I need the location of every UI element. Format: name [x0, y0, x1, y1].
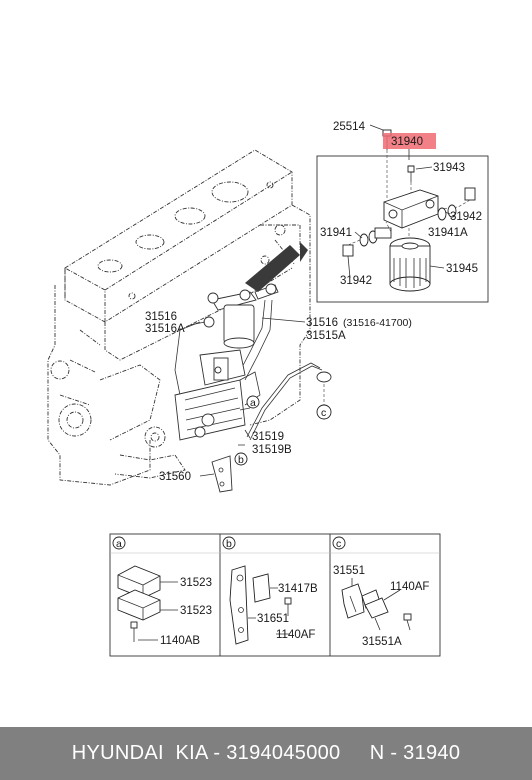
- detail-a-drawing: [117, 565, 178, 642]
- pointer-arrow: [245, 245, 300, 292]
- highlight-31940: [383, 133, 436, 149]
- detail-c-p1: 31551: [333, 565, 365, 577]
- label-31560: 31560: [159, 471, 191, 483]
- detail-b-p1: 31417B: [278, 583, 318, 595]
- marker-b: b: [238, 454, 244, 466]
- detail-b-header-circle: [222, 536, 236, 550]
- detail-b-p3: 1140AF: [276, 629, 315, 641]
- detail-c-p3: 31551A: [362, 636, 402, 648]
- detail-box: [316, 155, 489, 303]
- detail-a-p3: 1140AB: [160, 635, 200, 647]
- label-31516-note: (31516-41700): [343, 317, 412, 329]
- detail-b-letter: b: [226, 538, 232, 550]
- label-31941: 31941: [320, 227, 352, 239]
- label-31943: 31943: [433, 162, 465, 174]
- engine-fuel-filter: [174, 283, 279, 396]
- label-31942-right: 31942: [450, 211, 482, 223]
- marker-c: c: [321, 407, 326, 419]
- label-31519: 31519: [252, 431, 284, 443]
- label-31942-left: 31942: [340, 275, 372, 287]
- footer-bar: HYUNDAI KIA - 3194045000 N - 31940: [0, 727, 532, 780]
- marker-a-circle: [246, 395, 260, 409]
- detail-a-p1: 31523: [180, 577, 212, 589]
- marker-b-circle: [234, 452, 248, 466]
- label-31945: 31945: [446, 263, 478, 275]
- detail-a-letter: a: [116, 538, 122, 550]
- detail-c-letter: c: [336, 538, 341, 550]
- return-pipe: [246, 362, 332, 441]
- filter-head-assembly: [342, 129, 476, 292]
- label-25514: 25514: [333, 121, 366, 133]
- detail-c-header-circle: [332, 536, 346, 550]
- label-31519b: 31519B: [252, 444, 292, 456]
- detail-a-header-circle: [112, 536, 126, 550]
- parts-diagram: 25514 31940 31943 31942 31941 31941A 319…: [47, 121, 489, 657]
- footer-text: HYUNDAI KIA - 3194045000 N - 31940: [71, 742, 461, 764]
- label-31515a: 31515A: [306, 330, 346, 342]
- detail-b-p2: 31651: [257, 613, 289, 625]
- detail-b-drawing: [229, 565, 292, 645]
- detail-c-drawing: [341, 578, 412, 631]
- label-31516-left: 31516: [145, 311, 177, 323]
- detail-table: a b c 31523 31523 1140AB 3141: [109, 533, 441, 657]
- label-31941a: 31941A: [428, 227, 468, 239]
- leader-lines: [189, 124, 451, 477]
- label-31516-right: 31516: [306, 317, 338, 329]
- marker-a: a: [250, 397, 256, 409]
- label-31940: 31940: [391, 136, 423, 148]
- pointer-arrow-head: [300, 242, 308, 262]
- label-31516a-left: 31516A: [145, 323, 185, 335]
- detail-c-p2: 1140AF: [390, 581, 429, 593]
- injection-pump: [174, 349, 261, 441]
- detail-a-p2: 31523: [180, 605, 212, 617]
- bracket-31560: [211, 455, 233, 493]
